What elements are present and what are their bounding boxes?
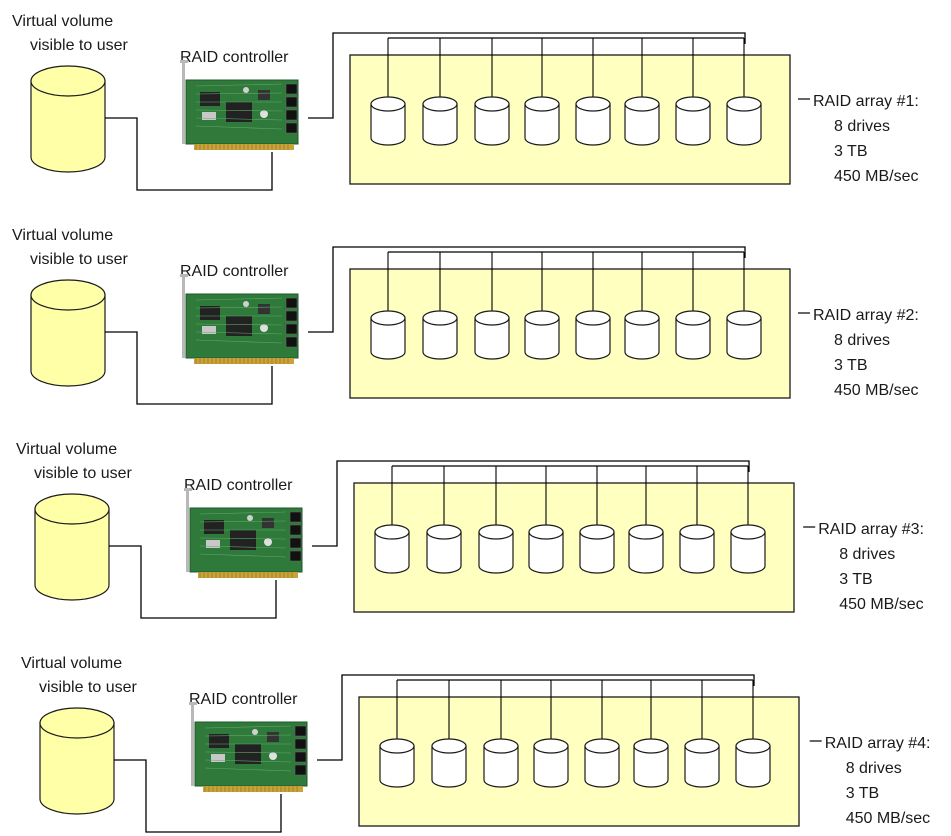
drive-icon-1 — [370, 310, 406, 360]
controller-to-bus-wire — [312, 460, 750, 547]
drive-icon-6 — [624, 310, 660, 360]
capacity-label: 3 TB — [834, 357, 868, 374]
drive-icon-3 — [483, 738, 519, 788]
raid-controller-label: RAID controller — [180, 49, 289, 66]
drives-count-label: 8 drives — [846, 760, 902, 777]
drive-icon-4 — [524, 310, 560, 360]
drive-icon-7 — [684, 738, 720, 788]
raid-array-label: RAID array #3: — [818, 521, 924, 538]
drive-icon-4 — [524, 96, 560, 146]
virtual-volume-icon — [30, 279, 106, 387]
raid-controller-label: RAID controller — [189, 691, 298, 708]
drive-icon-2 — [431, 738, 467, 788]
drive-icon-1 — [370, 96, 406, 146]
virtual-volume-label-line2: visible to user — [39, 679, 137, 696]
virtual-volume-icon — [30, 65, 106, 173]
drives-count-label: 8 drives — [834, 118, 890, 135]
raid-array-label: RAID array #1: — [813, 93, 919, 110]
raid-controller-icon — [180, 60, 299, 150]
drive-icon-1 — [379, 738, 415, 788]
virtual-volume-icon — [39, 707, 115, 815]
drive-icon-1 — [374, 524, 410, 574]
raid-controller-icon — [189, 702, 308, 792]
drive-icon-3 — [474, 96, 510, 146]
drive-icon-4 — [528, 524, 564, 574]
volume-to-controller-wire — [114, 759, 282, 833]
array-enclosure — [358, 696, 800, 827]
controller-to-bus-wire — [308, 32, 746, 119]
throughput-label: 450 MB/sec — [839, 596, 923, 613]
raid-controller-icon — [180, 274, 299, 364]
capacity-label: 3 TB — [839, 571, 873, 588]
drive-icon-7 — [675, 96, 711, 146]
drives-count-label: 8 drives — [834, 332, 890, 349]
virtual-volume-label-line2: visible to user — [30, 251, 128, 268]
drives-count-label: 8 drives — [839, 546, 895, 563]
drive-icon-8 — [726, 310, 762, 360]
drive-icon-6 — [628, 524, 664, 574]
drive-icon-6 — [624, 96, 660, 146]
drive-icon-8 — [730, 524, 766, 574]
drive-icon-2 — [426, 524, 462, 574]
throughput-label: 450 MB/sec — [846, 810, 930, 827]
raid-array-label: RAID array #4: — [825, 735, 931, 752]
drive-icon-4 — [533, 738, 569, 788]
throughput-label: 450 MB/sec — [834, 168, 918, 185]
drive-icon-3 — [474, 310, 510, 360]
virtual-volume-label-line1: Virtual volume — [12, 227, 113, 244]
volume-to-controller-wire — [105, 117, 273, 191]
array-enclosure — [353, 482, 795, 613]
volume-to-controller-wire — [109, 545, 277, 619]
raid-controller-icon — [184, 488, 303, 578]
drive-icon-3 — [478, 524, 514, 574]
drive-icon-2 — [422, 96, 458, 146]
virtual-volume-label-line1: Virtual volume — [21, 655, 122, 672]
drive-icon-5 — [575, 96, 611, 146]
virtual-volume-label-line2: visible to user — [30, 37, 128, 54]
volume-to-controller-wire — [105, 331, 273, 405]
drive-icon-7 — [675, 310, 711, 360]
drive-icon-5 — [575, 310, 611, 360]
controller-to-bus-wire — [317, 674, 755, 761]
raid-controller-label: RAID controller — [184, 477, 293, 494]
drive-icon-6 — [633, 738, 669, 788]
array-enclosure — [349, 268, 791, 399]
capacity-label: 3 TB — [834, 143, 868, 160]
raid-array-label: RAID array #2: — [813, 307, 919, 324]
raid-controller-label: RAID controller — [180, 263, 289, 280]
drive-icon-8 — [726, 96, 762, 146]
controller-to-bus-wire — [308, 246, 746, 333]
array-enclosure — [349, 54, 791, 185]
drive-icon-5 — [584, 738, 620, 788]
throughput-label: 450 MB/sec — [834, 382, 918, 399]
virtual-volume-label-line1: Virtual volume — [16, 441, 117, 458]
drive-icon-7 — [679, 524, 715, 574]
drive-icon-2 — [422, 310, 458, 360]
drive-icon-5 — [579, 524, 615, 574]
drive-icon-8 — [735, 738, 771, 788]
virtual-volume-icon — [34, 493, 110, 601]
virtual-volume-label-line2: visible to user — [34, 465, 132, 482]
capacity-label: 3 TB — [846, 785, 880, 802]
virtual-volume-label-line1: Virtual volume — [12, 13, 113, 30]
